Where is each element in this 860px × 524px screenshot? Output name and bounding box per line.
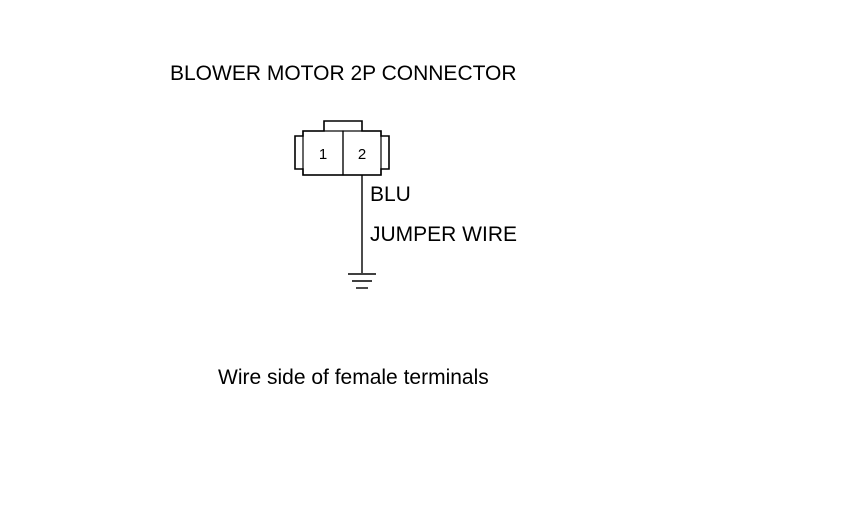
wire-color-label: BLU (370, 183, 411, 206)
connector-housing (294, 120, 390, 176)
pin-number-2: 2 (358, 146, 366, 163)
diagram-title: BLOWER MOTOR 2P CONNECTOR (170, 62, 517, 85)
ground-icon (348, 273, 376, 289)
terminal-view-caption: Wire side of female terminals (218, 366, 489, 389)
pin-number-1: 1 (319, 146, 327, 163)
jumper-wire-label: JUMPER WIRE (370, 223, 517, 246)
